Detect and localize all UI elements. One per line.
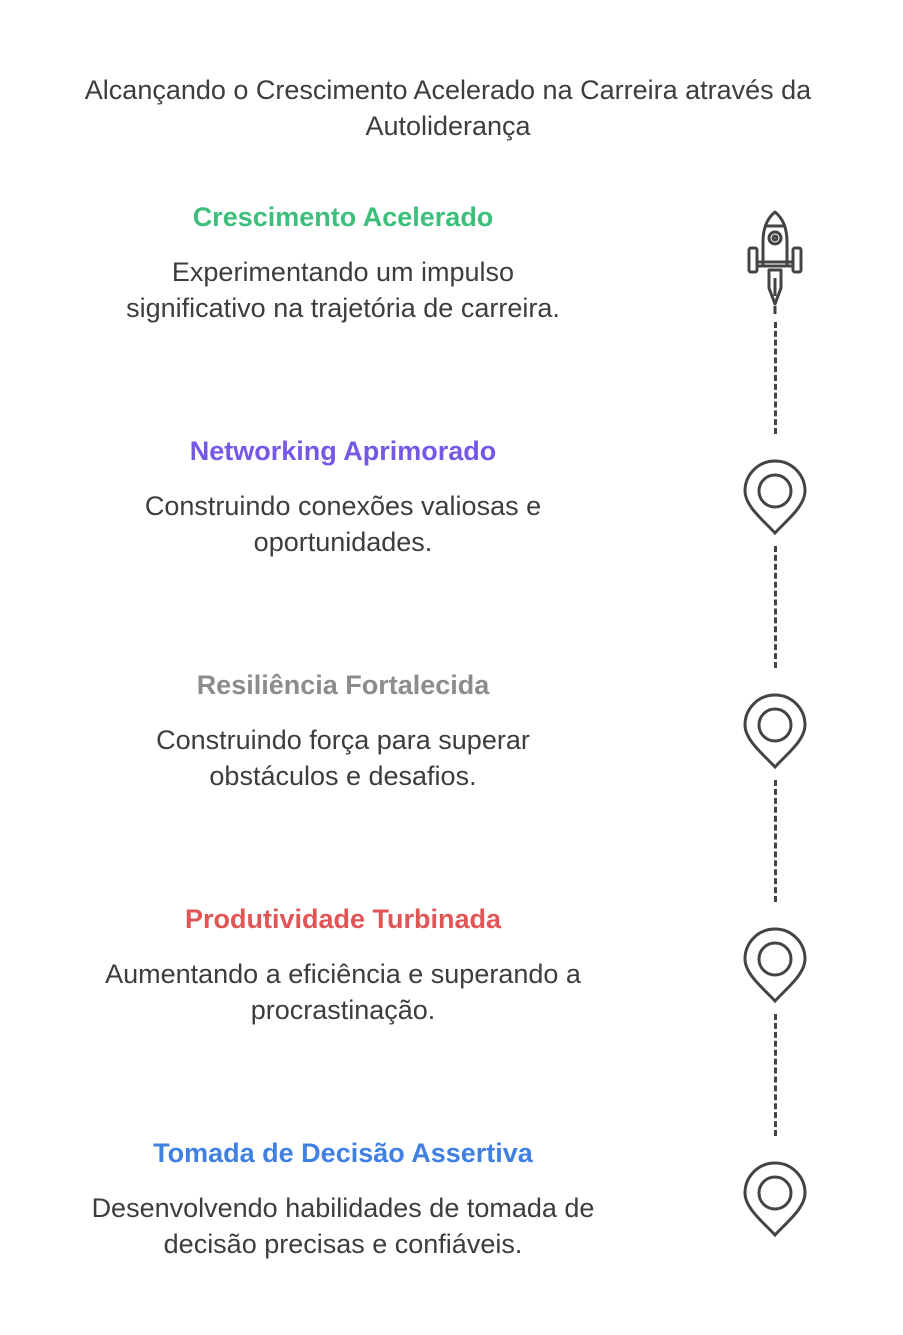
- diagram-title: Alcançando o Crescimento Acelerado na Ca…: [84, 75, 812, 141]
- map-pin-icon: [735, 458, 815, 536]
- step-description: Construindo força para superar obstáculo…: [156, 725, 530, 791]
- step-heading: Produtividade Turbinada: [184, 904, 502, 934]
- step-heading: Crescimento Acelerado: [192, 202, 494, 232]
- connector-line: [774, 780, 777, 902]
- step-heading: Resiliência Fortalecida: [196, 670, 490, 700]
- map-pin-icon: [735, 926, 815, 1004]
- rocket-icon: [735, 208, 815, 318]
- step-description: Experimentando um impulso significativo …: [126, 257, 560, 323]
- step-description: Construindo conexões valiosas e oportuni…: [144, 491, 542, 557]
- connector-line: [774, 546, 777, 668]
- map-pin-icon: [735, 1160, 815, 1238]
- connector-line: [774, 322, 777, 434]
- map-pin-icon: [735, 692, 815, 770]
- step-description: Aumentando a eficiência e superando a pr…: [105, 959, 581, 1025]
- connector-line: [774, 1014, 777, 1136]
- step-description: Desenvolvendo habilidades de tomada de d…: [91, 1193, 595, 1259]
- step-heading: Networking Aprimorado: [189, 436, 497, 466]
- step-heading: Tomada de Decisão Assertiva: [153, 1138, 533, 1168]
